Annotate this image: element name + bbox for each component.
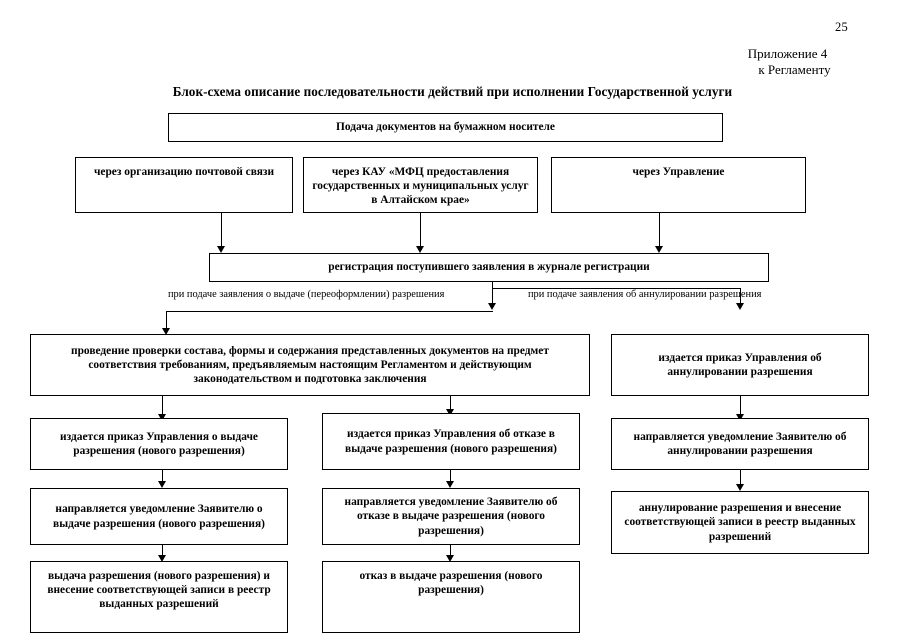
arrowhead-refusal-notice-to-result [446, 555, 454, 562]
page-title: Блок-схема описание последовательности д… [172, 84, 733, 99]
connector-check-to-issue-order [162, 396, 163, 415]
connector-right-branch-horizontal [492, 288, 740, 289]
connector-registration-stem [492, 282, 493, 304]
connector-issue-notice-to-result [162, 545, 163, 556]
node-refusal-result: отказ в выдаче разрешения (нового разреш… [322, 561, 580, 633]
node-label: направляется уведомление Заявителю о выд… [53, 503, 265, 530]
node-document-check: проведение проверки состава, формы и сод… [30, 334, 590, 396]
arrowhead-annulment-notice-to-result [736, 484, 744, 491]
branch-label-issue: при подаче заявления о выдаче (переоформ… [168, 289, 445, 300]
node-issue-order: издается приказ Управления о выдаче разр… [30, 418, 288, 470]
connector-right-branch-vertical [740, 288, 741, 304]
arrowhead-post-to-registration [217, 246, 225, 253]
node-label: через организацию почтовой связи [93, 166, 275, 178]
node-label: Подача документов на бумажном носителе [335, 121, 555, 134]
node-channel-mfc: через КАУ «МФЦ предоставления государств… [303, 157, 538, 213]
node-refusal-order: издается приказ Управления об отказе в в… [322, 413, 580, 470]
arrowhead-check-to-refusal-order [446, 409, 454, 416]
connector-refusal-order-to-notice [450, 470, 451, 482]
appendix-caption: Приложение 4 к Регламенту [700, 46, 875, 78]
node-channel-post: через организацию почтовой связи [75, 157, 293, 213]
appendix-line-1: Приложение 4 [747, 46, 828, 61]
arrowhead-issue-order-to-notice [158, 481, 166, 488]
node-label: через КАУ «МФЦ предоставления государств… [312, 166, 529, 207]
connector-annulment-notice-to-result [740, 470, 741, 485]
node-label: издается приказ Управления о выдаче разр… [60, 430, 258, 457]
node-submission-header: Подача документов на бумажном носителе [168, 113, 723, 142]
node-issue-notice: направляется уведомление Заявителю о выд… [30, 488, 288, 545]
arrowhead-right-branch [736, 303, 744, 310]
node-label: регистрация поступившего заявления в жур… [328, 261, 650, 274]
arrowhead-registration-stem [488, 303, 496, 310]
node-label: издается приказ Управления об отказе в в… [345, 428, 557, 455]
arrowhead-upravlenie-to-registration [655, 246, 663, 253]
node-label: направляется уведомление Заявителю об ан… [633, 430, 847, 457]
node-registration: регистрация поступившего заявления в жур… [209, 253, 769, 282]
branch-label-annulment: при подаче заявления об аннулировании ра… [528, 289, 762, 300]
node-channel-upravlenie: через Управление [551, 157, 806, 213]
node-label: издается приказ Управления об аннулирова… [658, 351, 822, 378]
connector-mfc-to-registration [420, 213, 421, 247]
node-label: проведение проверки состава, формы и сод… [71, 344, 549, 386]
connector-annulment-order-to-notice [740, 396, 741, 415]
node-annulment-notice: направляется уведомление Заявителю об ан… [611, 418, 869, 470]
connector-left-branch-vertical [166, 311, 167, 329]
node-label: через Управление [632, 166, 725, 178]
arrowhead-mfc-to-registration [416, 246, 424, 253]
connector-check-to-refusal-order [450, 396, 451, 410]
arrowhead-annulment-order-to-notice [736, 414, 744, 421]
arrowhead-issue-notice-to-result [158, 555, 166, 562]
arrowhead-refusal-order-to-notice [446, 481, 454, 488]
connector-upravlenie-to-registration [659, 213, 660, 247]
arrowhead-check-to-issue-order [158, 414, 166, 421]
node-refusal-notice: направляется уведомление Заявителю об от… [322, 488, 580, 545]
arrowhead-left-branch [162, 328, 170, 335]
connector-refusal-notice-to-result [450, 545, 451, 556]
node-issue-result: выдача разрешения (нового разрешения) и … [30, 561, 288, 633]
node-label: выдача разрешения (нового разрешения) и … [47, 570, 271, 611]
connector-post-to-registration [221, 213, 222, 247]
connector-left-branch-horizontal [166, 311, 493, 312]
node-label: направляется уведомление Заявителю об от… [344, 496, 558, 537]
appendix-line-2: к Регламенту [758, 62, 831, 77]
connector-issue-order-to-notice [162, 470, 163, 482]
node-label: отказ в выдаче разрешения (нового разреш… [359, 570, 543, 597]
page-number: 25 [835, 20, 848, 34]
node-label: аннулирование разрешения и внесение соот… [624, 502, 856, 543]
node-annulment-order: издается приказ Управления об аннулирова… [611, 334, 869, 396]
node-annulment-result: аннулирование разрешения и внесение соот… [611, 491, 869, 554]
